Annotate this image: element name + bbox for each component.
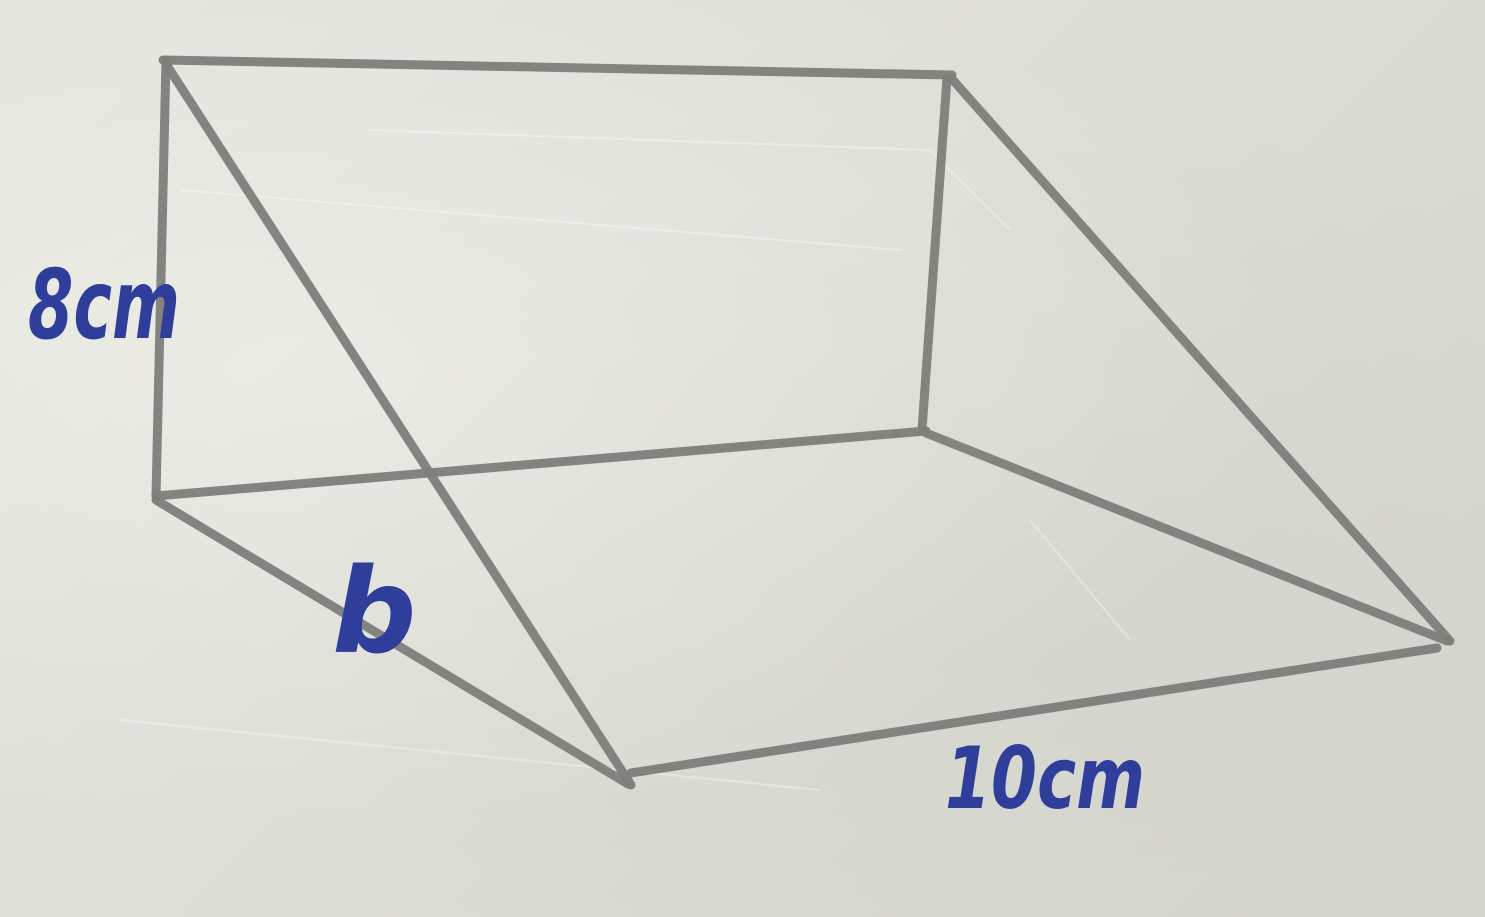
label-slant-b: b xyxy=(332,542,416,680)
edge-bottom-back xyxy=(151,426,931,501)
edge-right-base xyxy=(921,428,1452,646)
edge-left-slant xyxy=(161,59,636,790)
edge-left-base xyxy=(151,495,633,789)
edge-right-vertical xyxy=(917,73,952,435)
label-length: 10cm xyxy=(945,729,1145,829)
label-height: 8cm xyxy=(28,249,180,361)
edge-front-bottom xyxy=(626,643,1442,778)
edge-left-vertical xyxy=(151,55,171,501)
paper-fold-mark xyxy=(119,129,1131,791)
edge-top-back xyxy=(158,55,957,80)
edge-right-slant xyxy=(947,74,1455,646)
